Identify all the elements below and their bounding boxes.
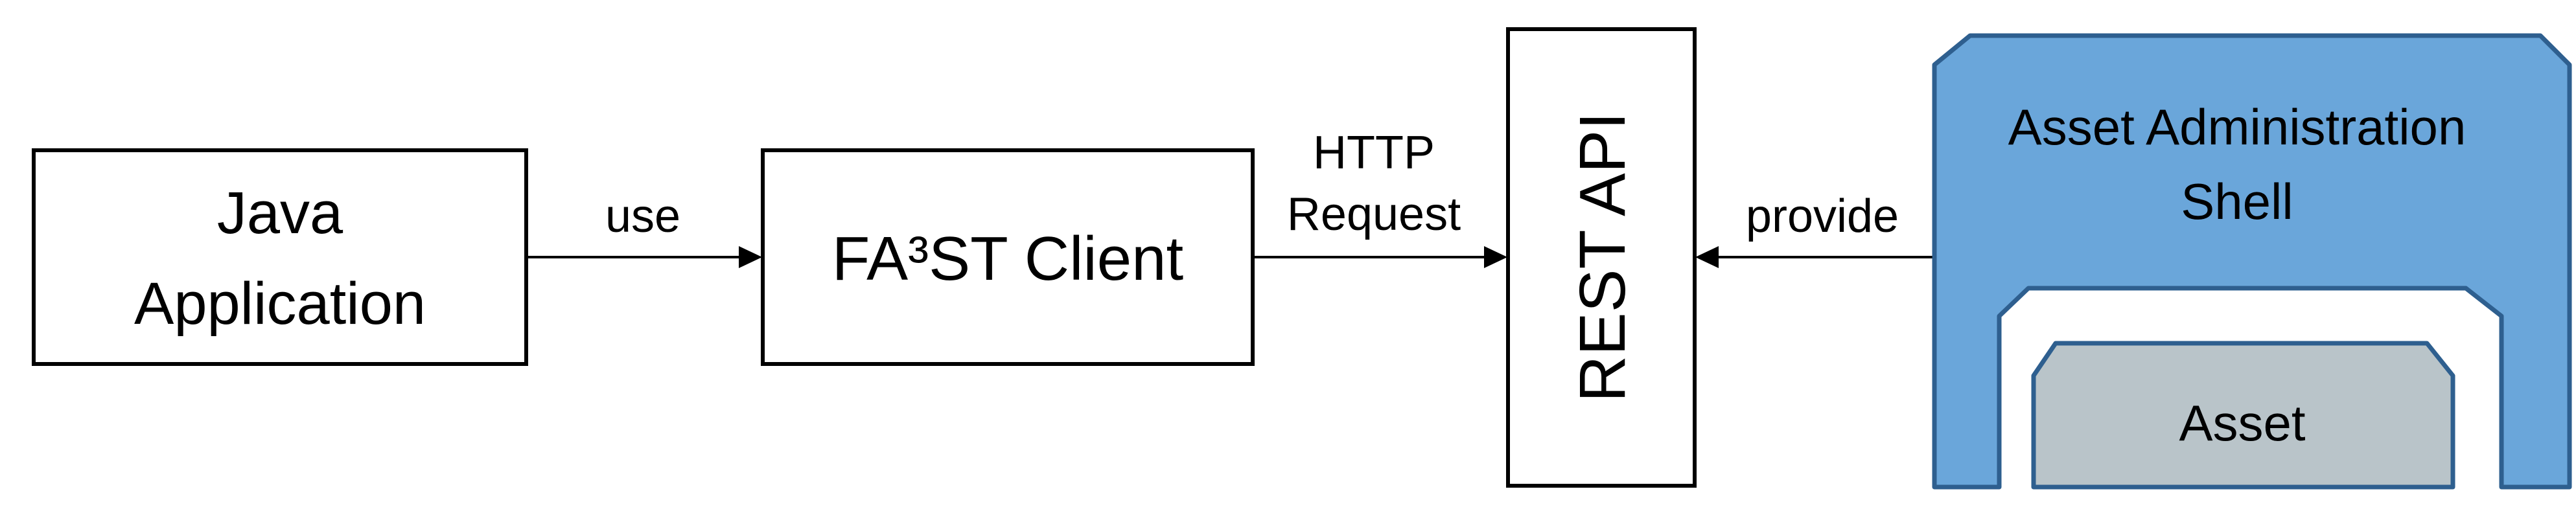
rest-api-label: REST API [1566,112,1639,402]
aas-label-line2: Shell [2181,173,2293,230]
aas-shape [1932,33,2572,490]
asset-shape [2031,341,2455,490]
asset-node: Asset [2031,341,2455,490]
java-application-label-line2: Application [134,271,426,337]
http-request-edge: HTTP Request [1253,127,1507,268]
use-edge-label: use [605,190,680,242]
use-edge: use [526,190,762,268]
provide-edge: provide [1695,190,1934,268]
java-application-node: Java Application [32,148,528,366]
provide-arrowhead [1695,246,1719,268]
asset-label: Asset [2179,394,2305,451]
asset-administration-shell-node: Asset Administration Shell [1932,33,2572,490]
http-request-label-line1: HTTP [1313,127,1435,179]
use-arrowhead [739,246,762,268]
http-request-arrowhead [1484,246,1507,268]
fa3st-client-label: FA³ST Client [832,224,1183,293]
fa3st-client-node: FA³ST Client [761,148,1255,366]
rest-api-node: REST API [1506,27,1697,488]
provide-edge-label: provide [1746,190,1899,242]
java-application-label-line1: Java [217,180,343,246]
http-request-label-line2: Request [1287,188,1461,240]
aas-label-line1: Asset Administration [2008,98,2466,155]
